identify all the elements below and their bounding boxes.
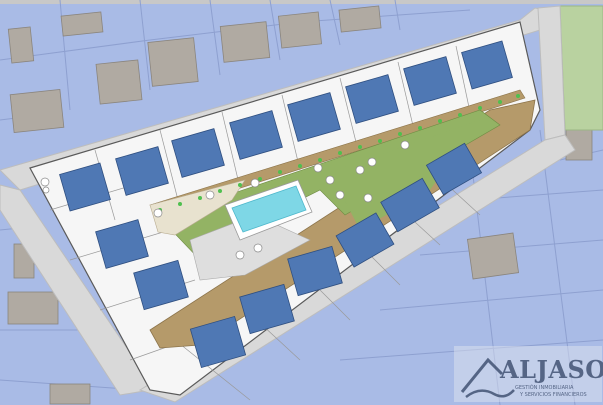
aljasol-watermark: ALJASOL GESTIÓN INMOBILIARIA Y SERVICIOS… <box>454 346 603 402</box>
house-wave-icon <box>460 357 515 399</box>
tagline-2: Y SERVICIOS FINANCIEROS <box>519 392 587 398</box>
house-roofs <box>59 40 513 369</box>
pool <box>224 179 313 241</box>
brand-name: ALJASOL <box>499 355 603 384</box>
terrace <box>149 179 246 236</box>
tagline-1: GESTIÓN INMOBILIARIA <box>515 384 574 391</box>
top-border <box>0 0 603 4</box>
garden-east <box>330 120 480 230</box>
green-field <box>559 5 603 131</box>
neighbor-houses <box>7 5 593 405</box>
trees <box>40 140 410 260</box>
hedge-dots <box>158 94 520 212</box>
